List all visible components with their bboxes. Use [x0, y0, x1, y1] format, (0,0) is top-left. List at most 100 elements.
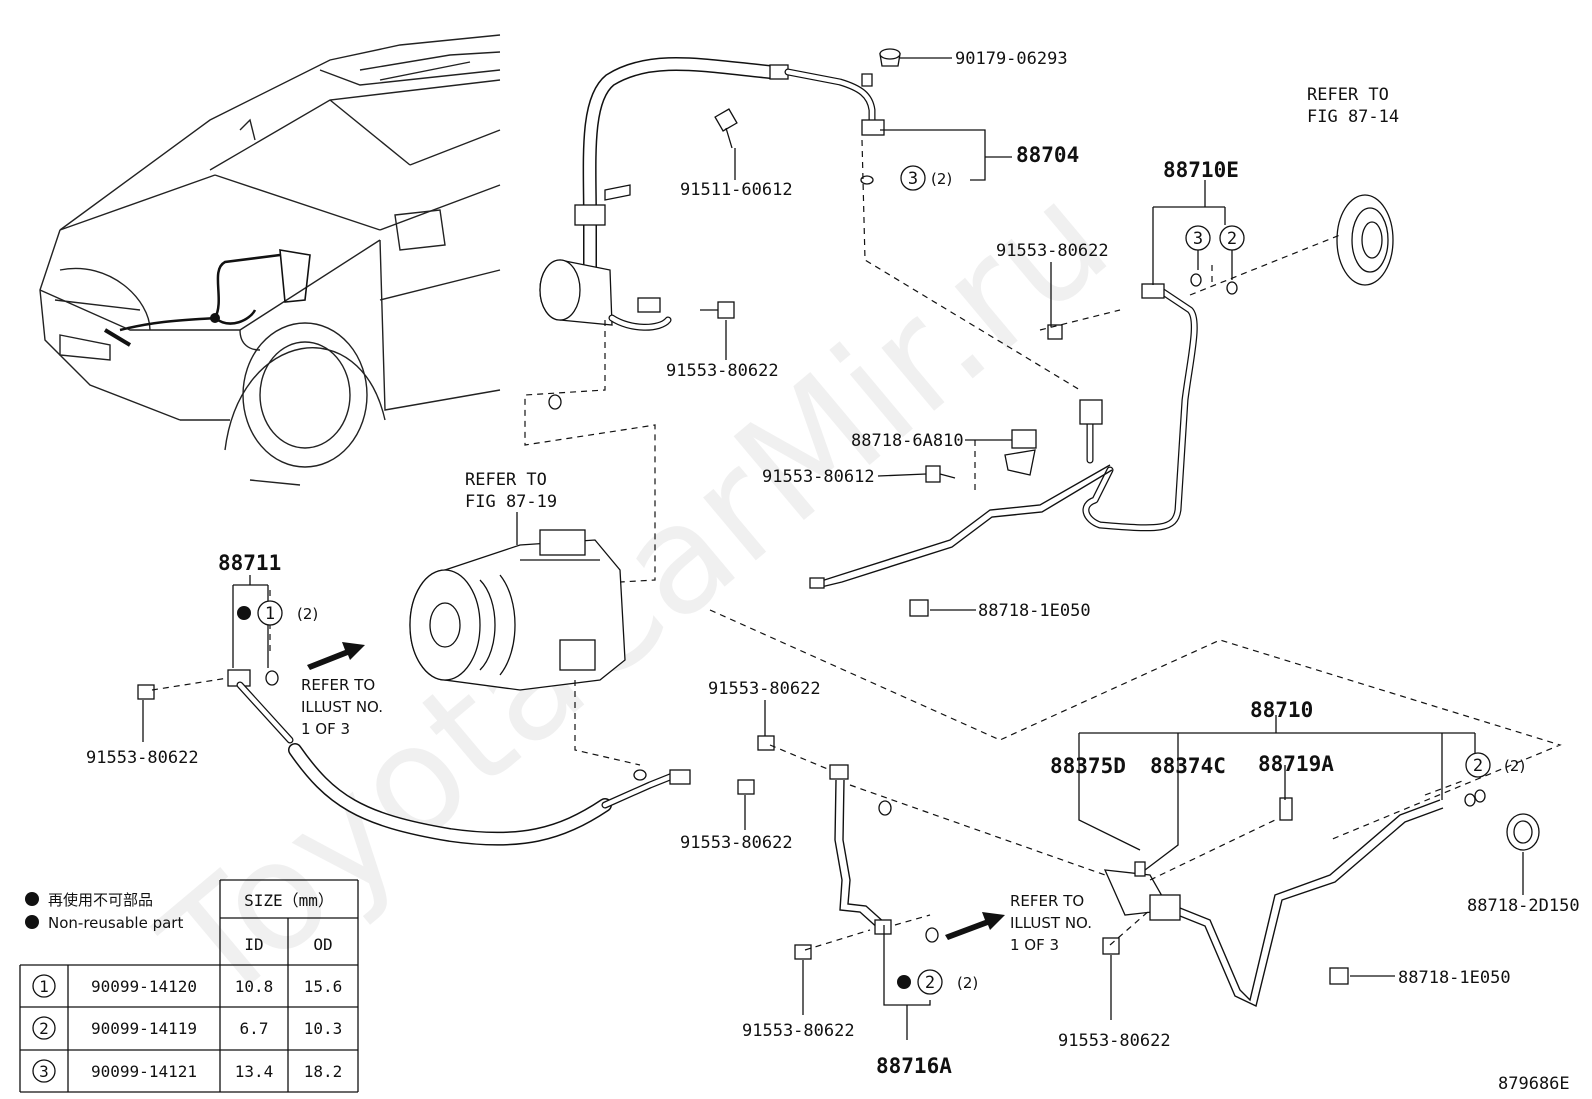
bolt-91553-80612[interactable] — [925, 465, 956, 483]
vehicle-illustration — [39, 34, 501, 486]
svg-text:ILLUST NO.: ILLUST NO. — [1010, 914, 1092, 932]
label-88716A: 88716A — [876, 1054, 952, 1078]
marker-3-88710E: 3 — [1185, 225, 1211, 251]
marker-2-88710E: 2 — [1219, 225, 1245, 251]
svg-text:1: 1 — [39, 977, 49, 996]
refer-illust-2: REFER TO ILLUST NO. 1 OF 3 — [1010, 892, 1092, 954]
label-91553-80622-mid: 91553-80622 — [680, 833, 793, 853]
size-header: SIZE（mm） — [244, 891, 334, 910]
label-91553-80612: 91553-80612 — [762, 467, 875, 487]
label-88719A: 88719A — [1258, 752, 1334, 776]
col-od: OD — [313, 935, 332, 954]
label-91553-80622-left: 91553-80622 — [86, 748, 199, 768]
legend: 再使用不可部品 Non-reusable part — [25, 891, 183, 932]
svg-text:1: 1 — [265, 604, 275, 624]
svg-text:2: 2 — [1227, 229, 1237, 249]
bolt-91553-80622-bottom[interactable] — [794, 944, 812, 960]
svg-text:(2): (2) — [297, 605, 318, 623]
svg-text:2: 2 — [39, 1019, 49, 1038]
svg-text:3: 3 — [908, 169, 918, 189]
refer-illust-1: REFER TO ILLUST NO. 1 OF 3 — [301, 676, 383, 738]
marker-3-88704: 3 (2) — [900, 165, 952, 191]
label-88718-1E050-upper: 88718-1E050 — [978, 601, 1091, 621]
svg-text:(2): (2) — [1504, 757, 1525, 775]
legend-jp: 再使用不可部品 — [48, 891, 153, 909]
compressor — [409, 529, 626, 691]
liquid-tube-88716A[interactable] — [829, 764, 892, 935]
label-91553-80622-block: 91553-80622 — [1058, 1031, 1171, 1051]
refer-fig-87-19: REFER TO FIG 87-19 — [465, 470, 557, 545]
bolt-91553-80622-88710E[interactable] — [1047, 324, 1063, 340]
label-88710E: 88710E — [1163, 158, 1239, 182]
marker-1-88711: 1 (2) — [237, 600, 318, 626]
refer-fig-87-14: REFER TO FIG 87-14 — [1307, 85, 1399, 127]
label-88710: 88710 — [1250, 698, 1313, 722]
svg-text:3: 3 — [1193, 229, 1203, 249]
figure-code: 879686E — [1498, 1074, 1570, 1094]
clamp-88718-1E050-upper[interactable] — [909, 599, 929, 617]
svg-text:(2): (2) — [931, 170, 952, 188]
cap-90179-06293[interactable] — [861, 48, 901, 87]
label-91511-60612: 91511-60612 — [680, 180, 793, 200]
tube-88710[interactable] — [1103, 797, 1444, 1008]
label-88718-1E050-lower: 88718-1E050 — [1398, 968, 1511, 988]
label-88718-6A810: 88718-6A810 — [851, 431, 964, 451]
bracket-88718-6A810[interactable] — [1004, 429, 1037, 476]
grommet-fig-87-14 — [1336, 194, 1394, 286]
bolt-91511-60612[interactable] — [714, 108, 738, 149]
label-91553-80622-bottom: 91553-80622 — [742, 1021, 855, 1041]
svg-text:90099-14119: 90099-14119 — [91, 1019, 197, 1038]
liquid-tube-88710E[interactable] — [809, 283, 1198, 589]
svg-text:90099-14121: 90099-14121 — [91, 1062, 197, 1081]
guide-lines — [151, 139, 1562, 951]
bolt-91553-80622-upper[interactable] — [757, 735, 775, 751]
svg-text:REFER TO: REFER TO — [1307, 85, 1389, 105]
svg-text:REFER TO: REFER TO — [1010, 892, 1084, 910]
svg-text:REFER TO: REFER TO — [301, 676, 375, 694]
label-88374C: 88374C — [1150, 754, 1226, 778]
arrow-illust-1 — [307, 642, 365, 670]
col-id: ID — [244, 935, 263, 954]
svg-text:10.3: 10.3 — [304, 1019, 343, 1038]
o-rings — [265, 273, 1486, 943]
marker-2-88716A: 2 (2) — [897, 969, 978, 995]
label-91553-80622-upper: 91553-80622 — [708, 679, 821, 699]
svg-text:10.8: 10.8 — [235, 977, 274, 996]
bolt-91553-80622-mid[interactable] — [737, 779, 755, 795]
svg-text:REFER TO: REFER TO — [465, 470, 547, 490]
svg-text:FIG 87-14: FIG 87-14 — [1307, 107, 1399, 127]
svg-text:2: 2 — [925, 973, 935, 993]
suction-hose-88704[interactable] — [539, 57, 885, 331]
clamp-88718-1E050-lower[interactable] — [1329, 967, 1349, 985]
legend-en: Non-reusable part — [48, 914, 183, 932]
label-90179-06293: 90179-06293 — [955, 49, 1068, 69]
clamp-88718-2D150[interactable] — [1506, 813, 1540, 851]
svg-text:1 OF 3: 1 OF 3 — [301, 720, 350, 738]
label-91553-80622-muffler: 91553-80622 — [666, 361, 779, 381]
svg-text:6.7: 6.7 — [240, 1019, 269, 1038]
svg-text:90099-14120: 90099-14120 — [91, 977, 197, 996]
label-88718-2D150: 88718-2D150 — [1467, 896, 1580, 916]
bolt-91553-80622-block[interactable] — [1102, 937, 1120, 955]
svg-text:FIG 87-19: FIG 87-19 — [465, 492, 557, 512]
o-ring — [860, 175, 874, 185]
svg-text:13.4: 13.4 — [235, 1062, 274, 1081]
svg-text:ILLUST NO.: ILLUST NO. — [301, 698, 383, 716]
svg-text:1 OF 3: 1 OF 3 — [1010, 936, 1059, 954]
label-88375D: 88375D — [1050, 754, 1126, 778]
bolt-91553-80622-left[interactable] — [137, 684, 155, 700]
svg-text:18.2: 18.2 — [304, 1062, 343, 1081]
svg-text:(2): (2) — [957, 974, 978, 992]
svg-text:15.6: 15.6 — [304, 977, 343, 996]
bolt-91553-80622-muffler[interactable] — [700, 301, 735, 319]
label-91553-80622-88710E: 91553-80622 — [996, 241, 1109, 261]
label-88711: 88711 — [218, 551, 281, 575]
marker-2-88710: 2 (2) — [1465, 752, 1525, 778]
label-88704: 88704 — [1016, 143, 1079, 167]
arrow-illust-2 — [945, 912, 1005, 940]
svg-text:2: 2 — [1473, 756, 1483, 776]
discharge-hose-88711[interactable] — [227, 669, 691, 846]
svg-text:3: 3 — [39, 1062, 49, 1081]
